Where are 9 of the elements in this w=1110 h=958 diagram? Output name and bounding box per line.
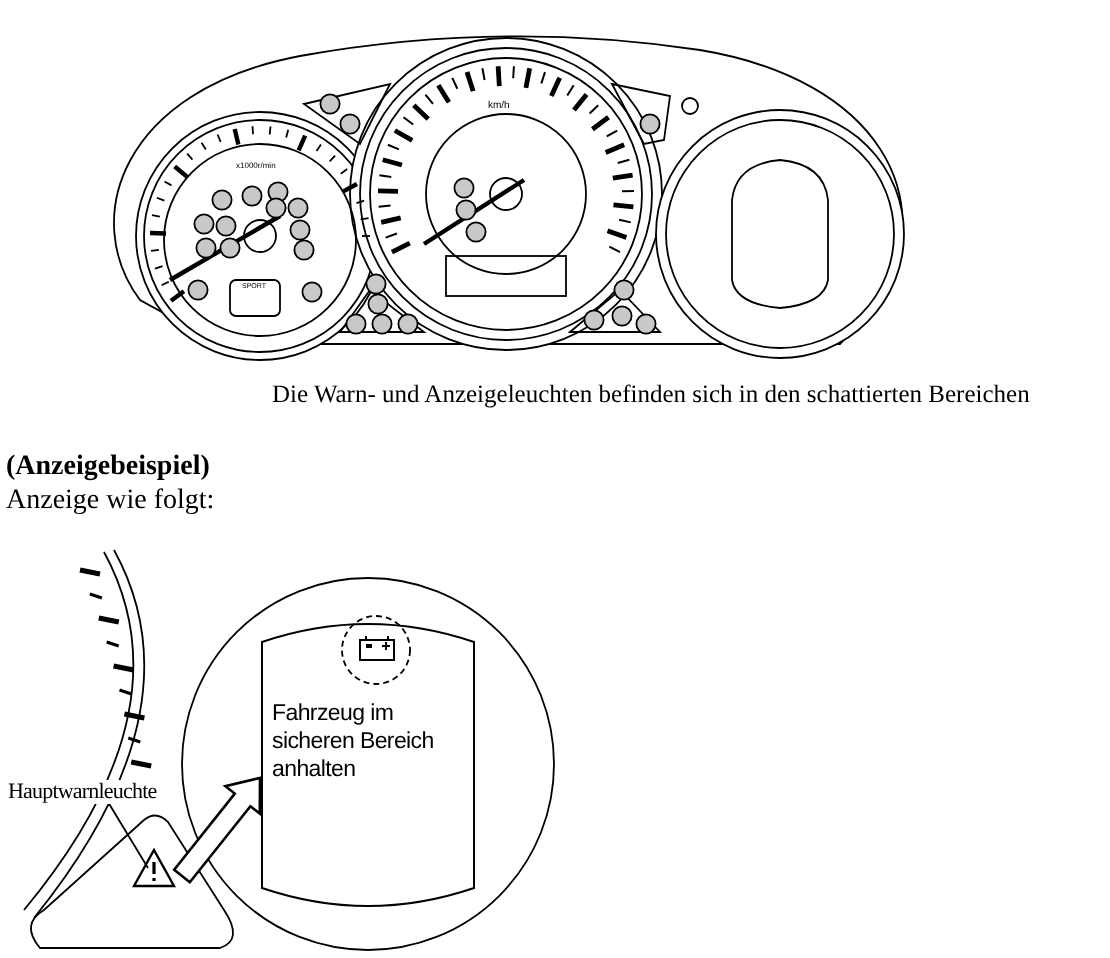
hollow-arrow [172,776,262,885]
caption: Die Warn- und Anzeigeleuchten befinden sich in den schattierten Bereichen [272,380,1030,410]
subheading: Anzeige wie folgt: [6,486,215,518]
message-text: Fahrzeug im sicheren Bereich anhalten [272,700,436,784]
display-screen [260,618,476,912]
leader-line [107,801,149,869]
callout-label: Hauptwarnleuchte [8,780,157,804]
heading: (Anzeigebeispiel) [6,452,210,484]
warning-triangle-icon [132,848,176,888]
